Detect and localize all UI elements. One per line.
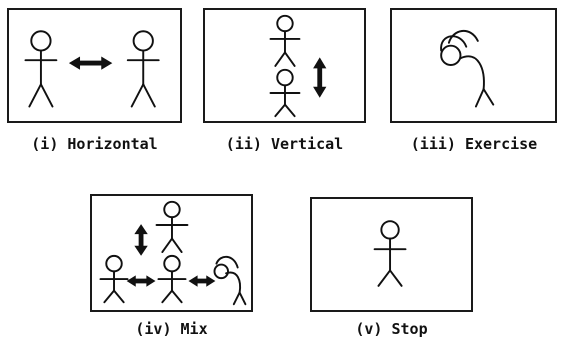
panel-exercise (390, 8, 557, 123)
bending-figure-icon (213, 255, 247, 306)
bending-figure-icon (440, 30, 495, 108)
panel-stop (310, 197, 473, 312)
double-arrow-icon (313, 57, 327, 98)
vertical-diagram (269, 14, 327, 118)
caption-horizontal: (i) Horizontal (31, 135, 158, 153)
exercise-diagram (440, 30, 495, 108)
stick-figure-icon (157, 254, 187, 304)
stick-figure-icon (99, 254, 129, 304)
stop-diagram (373, 220, 407, 287)
panel-vertical (203, 8, 366, 123)
double-arrow-icon (188, 275, 216, 287)
stick-figure-icon (269, 14, 301, 67)
double-arrow-icon (134, 224, 148, 256)
panel-horizontal (7, 8, 182, 123)
caption-stop: (v) Stop (355, 320, 428, 338)
stick-figure-icon (24, 30, 58, 108)
caption-vertical: (ii) Vertical (225, 135, 344, 153)
stick-figure-icon (126, 30, 160, 108)
mix-diagram (99, 200, 247, 306)
caption-exercise: (iii) Exercise (410, 135, 538, 153)
stick-figure-icon (373, 220, 407, 287)
panel-mix (90, 194, 253, 312)
double-arrow-icon (126, 275, 156, 287)
caption-mix: (iv) Mix (135, 320, 208, 338)
horizontal-diagram (24, 30, 160, 108)
stick-figure-icon (155, 200, 189, 253)
stick-figure-icon (269, 68, 301, 118)
double-arrow-icon (68, 56, 113, 70)
